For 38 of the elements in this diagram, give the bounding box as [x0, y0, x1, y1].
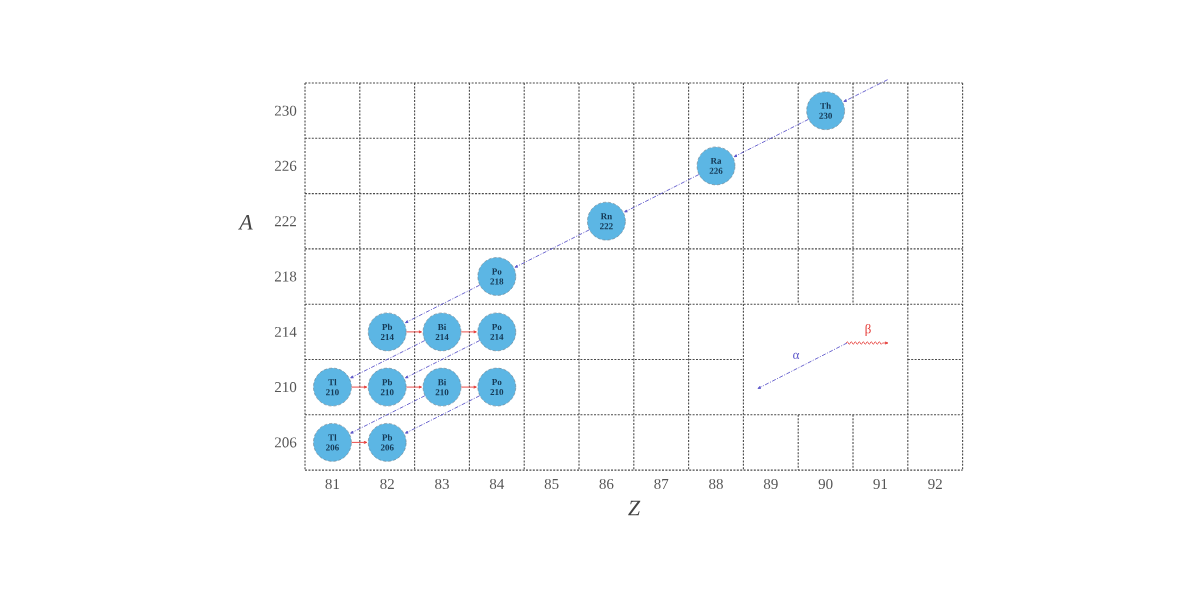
decay-arrow — [460, 385, 477, 389]
tick-label: 90 — [818, 478, 833, 490]
tick-label: 84 — [489, 478, 505, 490]
decay-arrow — [405, 395, 481, 434]
legend-label: α — [793, 352, 800, 360]
tick-label: 85 — [544, 478, 559, 490]
tick-label: 92 — [928, 478, 942, 490]
tick-label: 226 — [274, 160, 297, 171]
legend-label: β — [865, 324, 871, 336]
tick-label: 210 — [274, 382, 297, 393]
axis-title: Z — [628, 500, 641, 516]
tick-label: 89 — [763, 478, 778, 490]
tick-label: 83 — [435, 478, 449, 490]
decay-arrow — [350, 340, 426, 379]
decay-arrow — [405, 284, 481, 324]
decay-arrow — [405, 340, 480, 379]
decay-arrow — [624, 174, 700, 213]
tick-label: 206 — [274, 437, 297, 448]
tick-label: 222 — [274, 216, 296, 227]
decay-arrow — [350, 395, 426, 434]
decay-arrow — [351, 440, 368, 444]
tick-label: 81 — [325, 478, 339, 490]
tick-label: 91 — [873, 478, 887, 490]
tick-label: 86 — [599, 478, 614, 490]
decay-arrow — [406, 385, 422, 389]
decay-arrow — [351, 385, 368, 389]
decay-arrow — [843, 79, 889, 102]
decay-arrow — [460, 330, 477, 334]
decay-arrow — [406, 330, 422, 334]
tick-label: 218 — [274, 271, 297, 282]
tick-label: 82 — [380, 478, 394, 490]
decay-arrow — [733, 118, 809, 158]
tick-label: 88 — [709, 478, 723, 490]
tick-label: 214 — [274, 326, 297, 337]
axis-title: A — [238, 214, 253, 230]
tick-label: 87 — [654, 478, 669, 490]
tick-label: 230 — [274, 105, 297, 116]
decay-arrow — [514, 229, 590, 268]
